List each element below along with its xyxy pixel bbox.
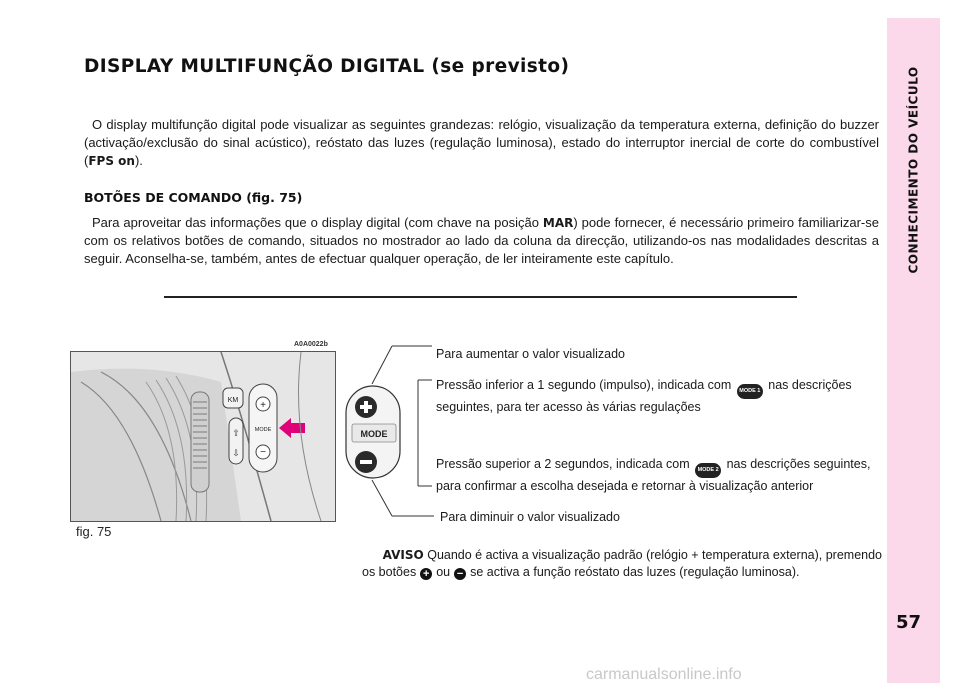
svg-text:⇩: ⇩ (232, 448, 240, 458)
svg-text:+: + (260, 400, 266, 411)
section-title: CONHECIMENTO DO VEÍCULO (887, 40, 940, 300)
page-number: 57 (896, 612, 922, 633)
note-text-or: ou (436, 565, 451, 579)
divider-rule (164, 296, 797, 298)
callout-short-press: Pressão inferior a 1 segundo (impulso), … (436, 377, 881, 416)
mode-button-label: MODE (255, 427, 272, 433)
dashboard-figure: KM ⇧ ⇩ + MODE − (70, 351, 336, 522)
note-label: AVISO (382, 548, 424, 562)
callout-increase: Para aumentar o valor visualizado (436, 347, 625, 361)
body-paragraph: Para aproveitar das informações que o di… (84, 214, 879, 268)
watermark: carmanualsonline.info (586, 666, 742, 683)
body-text-after: ) pode fornecer, é necessário primeiro f… (84, 215, 879, 266)
callout-long-press: Pressão superior a 2 segundos, indicada … (436, 456, 881, 495)
body-bold-term: MAR (542, 216, 574, 230)
subheading-label: BOTÕES DE COMANDO (84, 190, 242, 205)
intro-text-before: O display multifunção digital pode visua… (84, 117, 879, 168)
long-press-text-before: Pressão superior a 2 segundos, indicada … (436, 457, 690, 471)
plus-icon: + (420, 568, 433, 580)
intro-bold-term: FPS on (88, 154, 135, 168)
long-press-text-after: nas descrições seguintes, para confirmar… (436, 457, 871, 493)
callout-decrease: Para diminuir o valor visualizado (440, 510, 620, 524)
short-press-text-after: nas descrições seguintes, para ter acess… (436, 378, 852, 414)
note-line-2: os botões+ou−se activa a função reóstato… (362, 564, 882, 581)
section-sidebar (887, 18, 940, 683)
dashboard-illustration: KM ⇧ ⇩ + MODE − (71, 352, 335, 521)
diagram-mode-label: MODE (361, 429, 388, 439)
figure-caption: fig. 75 (76, 524, 112, 539)
intro-paragraph: O display multifunção digital pode visua… (84, 116, 879, 170)
pointer-arrow-icon (279, 418, 305, 438)
warning-note: AVISO Quando é activa a visualização pad… (362, 547, 882, 581)
minus-icon: − (454, 568, 467, 580)
section-title-text: CONHECIMENTO DO VEÍCULO (906, 66, 921, 274)
svg-text:⇧: ⇧ (232, 428, 240, 438)
note-text-after: se activa a função reóstato das luzes (r… (470, 565, 800, 579)
body-text-before: Para aproveitar das informações que o di… (92, 215, 543, 230)
mode2-badge-icon: MODE 2 (695, 463, 722, 478)
note-text-before: Quando é activa a visualização padrão (r… (427, 548, 882, 562)
km-button-label: KM (228, 397, 239, 404)
short-press-text-before: Pressão inferior a 1 segundo (impulso), … (436, 378, 732, 392)
note-text-mid: os botões (362, 565, 417, 579)
mode1-badge-icon: MODE 1 (736, 384, 763, 399)
subheading: BOTÕES DE COMANDO (fig. 75) (84, 190, 302, 205)
intro-text-after: ). (134, 153, 143, 168)
figure-reference: (fig. 75) (246, 190, 303, 205)
button-diagram: MODE (345, 345, 434, 517)
figure-code: A0A0022b (294, 341, 328, 348)
svg-text:−: − (260, 447, 266, 458)
note-line-1: AVISO Quando é activa a visualização pad… (362, 547, 882, 564)
page-title: DISPLAY MULTIFUNÇÃO DIGITAL (se previsto… (84, 56, 570, 77)
